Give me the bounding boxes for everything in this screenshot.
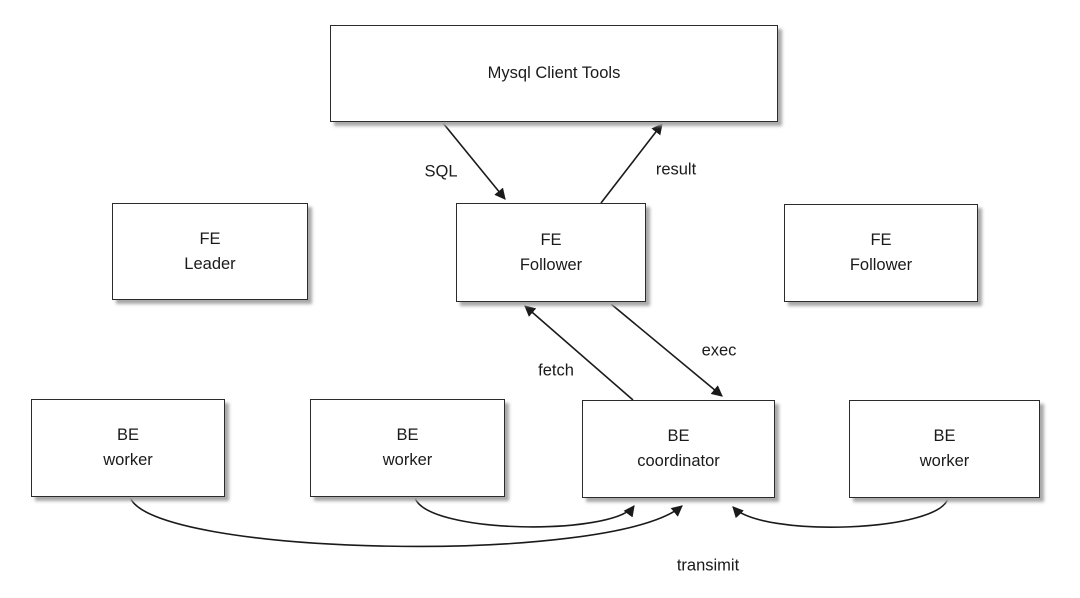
edge-label-exec: exec — [701, 341, 737, 360]
node-label-line2: coordinator — [637, 452, 720, 470]
node-label-line2: Follower — [849, 256, 913, 274]
node-be-worker-mid: BE worker — [310, 399, 505, 497]
edge-transmit-worker-left-arrow — [129, 496, 683, 548]
node-fe-follower-right: FE Follower — [784, 204, 978, 302]
node-label-line1: BE — [933, 427, 956, 446]
node-be-worker-right: BE worker — [849, 400, 1040, 498]
node-label-line2: worker — [382, 451, 433, 469]
node-label-line2: Leader — [184, 254, 236, 273]
edge-sql-arrow — [442, 122, 506, 200]
edge-result-arrow — [600, 123, 663, 204]
node-be-worker-left: BE worker — [31, 399, 225, 497]
node-label-line1: FE — [540, 230, 562, 249]
node-mysql-client-tools: Mysql Client Tools — [330, 25, 778, 122]
node-fe-leader: FE Leader — [112, 203, 308, 300]
edge-label-sql: SQL — [424, 162, 458, 181]
node-label-line1: FE — [870, 231, 892, 250]
node-label-line1: FE — [199, 229, 221, 248]
edge-label-transimit: transimit — [676, 556, 740, 575]
edge-exec-arrow — [610, 303, 723, 397]
node-label-line1: BE — [396, 426, 419, 445]
edge-fetch-arrow — [524, 305, 634, 401]
node-label-line1: BE — [667, 427, 690, 446]
node-label-line2: worker — [103, 451, 153, 469]
edge-transmit-worker-mid-arrow — [414, 497, 635, 528]
node-be-coordinator: BE coordinator — [582, 400, 775, 498]
edge-label-fetch: fetch — [538, 361, 574, 380]
node-label-line1: BE — [116, 426, 139, 445]
edge-label-result: result — [655, 160, 697, 179]
node-label-line2: Follower — [519, 255, 583, 274]
node-label-line1: Mysql Client Tools — [487, 64, 621, 83]
node-label-line2: worker — [919, 452, 970, 470]
node-fe-follower-center: FE Follower — [456, 203, 646, 302]
edge-transmit-worker-right-arrow — [732, 497, 949, 528]
